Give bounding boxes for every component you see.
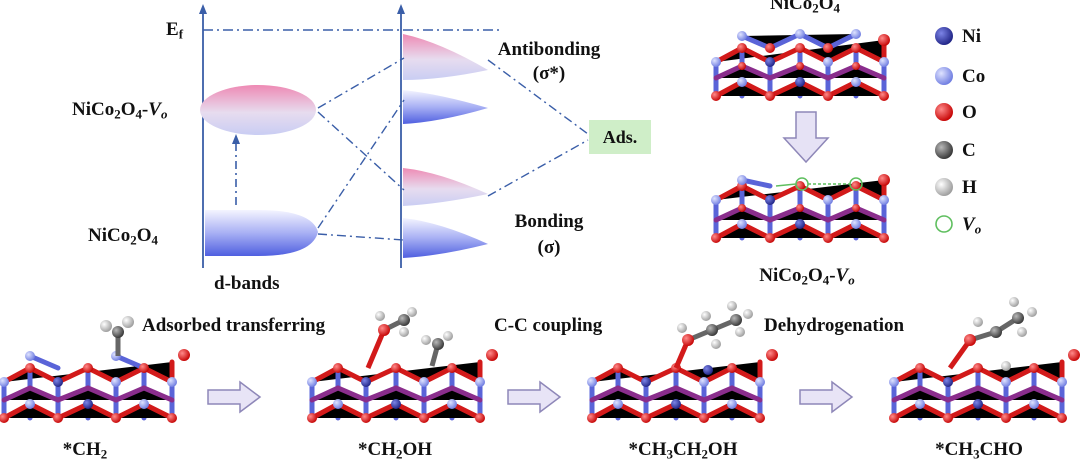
process-arrows xyxy=(207,380,854,414)
antibonding-symbol: (σ*) xyxy=(532,63,566,84)
intermediate-label-ch3ch2oh: *CH3CH2OH xyxy=(628,439,738,462)
intermediate-label-ch3cho: *CH3CHO xyxy=(935,439,1023,462)
pristine-d-band xyxy=(205,210,318,256)
legend-o-label: O xyxy=(962,102,977,123)
slab-ch3cho xyxy=(889,297,1080,423)
step-label-cc-coupling: C-C coupling xyxy=(494,315,603,336)
step-arrow-3-icon xyxy=(799,380,854,414)
legend-co-label: Co xyxy=(962,66,986,87)
energy-axes xyxy=(199,4,405,268)
band-shift-arrow-icon xyxy=(232,134,240,144)
slab-ch3ch2oh xyxy=(587,301,778,423)
vo-d-band xyxy=(200,85,316,135)
nico2o4-structure-label: NiCo2O4 xyxy=(770,0,840,16)
slab-ch2oh xyxy=(307,307,498,423)
pristine-state-label: NiCo2O4 xyxy=(88,225,158,248)
antibonding-label: Antibonding xyxy=(497,39,601,60)
legend-symbols xyxy=(935,27,953,233)
antibonding-band-lower xyxy=(403,90,488,124)
legend-o-icon xyxy=(935,103,953,121)
fermi-level-label: Ef xyxy=(166,19,183,42)
bonding-band-lower xyxy=(403,218,488,258)
legend-h-icon xyxy=(935,178,953,196)
legend-ni-label: Ni xyxy=(962,26,981,47)
legend-co-icon xyxy=(935,67,953,85)
transformation-arrow-icon xyxy=(782,111,830,164)
d-bands-label: d-bands xyxy=(214,273,280,294)
bonding-label: Bonding xyxy=(514,211,584,232)
right-axis-arrow-icon xyxy=(397,4,405,14)
intermediate-label-ch2: *CH2 xyxy=(62,439,108,462)
antibonding-band-upper xyxy=(403,34,488,80)
adsorbate-label: Ads. xyxy=(602,126,638,147)
step-label-adsorbed-transferring: Adsorbed transferring xyxy=(142,315,326,336)
left-axis-arrow-icon xyxy=(199,4,207,14)
step-label-dehydrogenation: Dehydrogenation xyxy=(764,315,905,336)
bonding-band-upper xyxy=(403,168,488,206)
bonding-symbol: (σ) xyxy=(537,237,561,258)
slab-ch2 xyxy=(0,316,190,423)
interaction-lines xyxy=(317,57,589,241)
step-arrow-1-icon xyxy=(207,380,262,414)
legend-vacancy-icon xyxy=(935,215,953,233)
legend-ni-icon xyxy=(935,27,953,45)
adsorbate-box: Ads. xyxy=(589,120,651,154)
nico2o4-structure xyxy=(711,29,890,101)
step-arrow-2-icon xyxy=(507,380,562,414)
legend-vacancy-label: Vo xyxy=(962,214,982,237)
intermediate-label-ch2oh: *CH2OH xyxy=(357,439,432,462)
nico2o4-vo-structure xyxy=(711,174,890,243)
vo-state-label: NiCo2O4-Vo xyxy=(72,99,168,122)
legend-c-label: C xyxy=(962,140,976,161)
legend-c-icon xyxy=(935,141,953,159)
legend-h-label: H xyxy=(962,177,977,198)
vacancy-markers xyxy=(775,177,863,191)
nico2o4-vo-structure-label: NiCo2O4-Vo xyxy=(759,265,855,288)
